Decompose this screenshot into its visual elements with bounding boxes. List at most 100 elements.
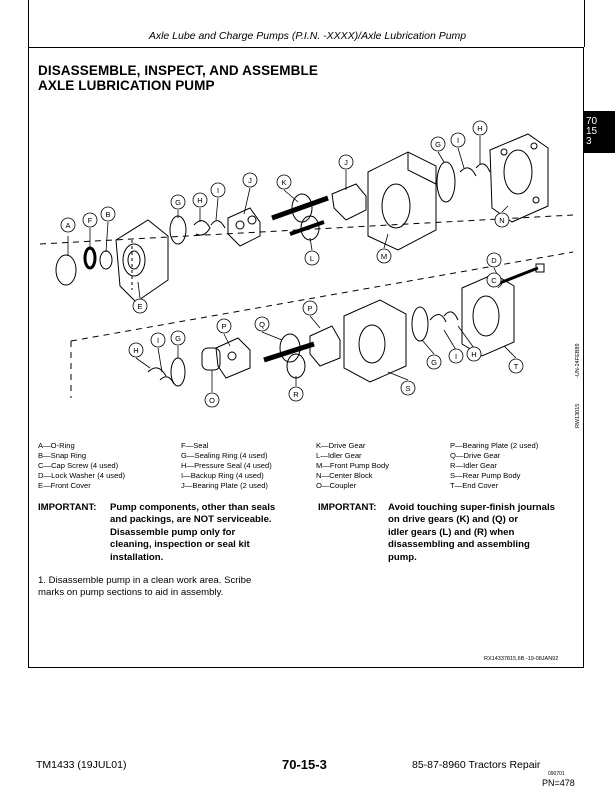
legend-col-3: K—Drive Gear L—Idler Gear M—Front Pump B… <box>316 441 389 491</box>
rear-pump-body-s-shape <box>343 299 407 383</box>
important-left-line: Disassemble pump only for <box>110 526 236 538</box>
callout-p <box>216 318 232 334</box>
footer-pn: PN=478 <box>542 778 575 788</box>
bearing-plate-p2-shape <box>309 325 341 367</box>
callout-b <box>100 206 116 222</box>
legend-item: G—Sealing Ring (4 used) <box>181 451 268 461</box>
section-tab: 70 15 3 <box>584 111 615 153</box>
footer-manual-id: TM1433 (19JUL01) <box>36 759 127 771</box>
end-cover-t-shape <box>461 273 515 357</box>
legend-item: N—Center Block <box>316 471 373 481</box>
important-right-line: on drive gears (K) and (Q) or <box>388 514 519 526</box>
pressure-seal-h2-shape <box>147 367 167 377</box>
front-cover-bore <box>122 243 146 277</box>
step-1-line1: 1. Disassemble pump in a clean work area… <box>38 575 252 586</box>
callout-h2 <box>472 120 488 136</box>
page-header-title: Axle Lube and Charge Pumps (P.I.N. -XXXX… <box>148 30 467 42</box>
drive-gear-k-shaft <box>271 195 329 221</box>
important-right-line: pump. <box>388 551 417 563</box>
section-tab-line2: 15 <box>586 126 598 137</box>
coupler-o-shape <box>201 347 221 371</box>
callout-i <box>210 182 226 198</box>
callout-j-label: J <box>248 176 252 185</box>
callout-j2 <box>338 154 354 170</box>
callout-i4 <box>448 348 464 364</box>
important-label: IMPORTANT: <box>38 502 97 513</box>
section-tab-line3: 3 <box>586 136 592 147</box>
callout-i-label: I <box>217 186 219 195</box>
legend-item: C—Cap Screw (4 used) <box>38 461 119 471</box>
pressure-seal-h-shape <box>193 220 211 236</box>
o-ring-upper-shape <box>436 161 456 203</box>
callout-g3 <box>170 330 186 346</box>
legend-item: Q—Drive Gear <box>450 451 501 461</box>
callout-o-label: O <box>209 396 215 405</box>
callout-m-label: M <box>381 252 387 261</box>
callout-g <box>170 194 186 210</box>
section-tab-line1: 70 <box>586 116 598 127</box>
callout-p2-label: P <box>307 304 312 313</box>
legend-item: J—Bearing Plate (2 used) <box>181 481 268 491</box>
legend-item: O—Coupler <box>316 481 357 491</box>
legend-item: I—Backup Ring (4 used) <box>181 471 264 481</box>
backup-ring-i-shape <box>210 220 226 229</box>
part-reference: RX14337815,6B -19-08JAN92 <box>484 656 559 662</box>
callout-h4-label: H <box>471 350 476 359</box>
callout-g3-label: G <box>175 334 181 343</box>
o-ring-a-shape <box>55 254 77 286</box>
legend-item: R—Idler Gear <box>450 461 497 471</box>
important-right-line: disassembling and assembling <box>388 539 530 551</box>
content-panel <box>28 47 584 668</box>
step-1: 1. Disassemble pump in a clean work area… <box>38 575 298 599</box>
callout-r-label: R <box>293 390 299 399</box>
section-title: DISASSEMBLE, INSPECT, AND ASSEMBLE AXLE … <box>38 63 318 93</box>
legend-item: F—Seal <box>181 441 209 450</box>
callout-a <box>60 217 76 233</box>
bearing-plate-j-shape <box>227 207 261 247</box>
legend-item: B—Snap Ring <box>38 451 87 461</box>
legend-col-4: P—Bearing Plate (2 used) Q—Drive Gear R—… <box>450 441 538 491</box>
callout-q-label: Q <box>259 320 265 329</box>
pressure-seal-upper-shape <box>459 167 477 177</box>
legend-col-1: A—O-Ring B—Snap Ring C—Cap Screw (4 used… <box>38 441 125 491</box>
sealing-ring-g-shape <box>169 215 187 245</box>
section-title-line1: DISASSEMBLE, INSPECT, AND ASSEMBLE <box>38 63 318 78</box>
important-right-line: idler gears (L) and (R) when <box>388 526 515 538</box>
figure-side-id-1: RW13015 <box>575 404 581 428</box>
important-right-line: Avoid touching super-finish journals <box>388 502 556 513</box>
page-frame-left <box>28 0 29 47</box>
legend-item: A—O-Ring <box>38 441 75 450</box>
callout-e-label: E <box>137 302 142 311</box>
important-left-line: and packings, are NOT serviceable. <box>110 514 272 526</box>
callout-q <box>254 316 270 332</box>
callout-f-label: F <box>88 216 93 225</box>
callout-i2-label: I <box>457 136 459 145</box>
footer-product: 85-87-8960 Tractors Repair <box>412 759 541 771</box>
callout-l <box>304 250 320 266</box>
callout-s <box>400 380 416 396</box>
legend-item: D—Lock Washer (4 used) <box>38 471 126 481</box>
legend-col-2: F—Seal G—Sealing Ring (4 used) H—Pressur… <box>181 441 272 491</box>
callout-f <box>82 212 98 228</box>
callout-h-label: H <box>197 196 202 205</box>
legend-item: P—Bearing Plate (2 used) <box>450 441 539 450</box>
legend-item: E—Front Cover <box>38 481 91 491</box>
important-left-line: installation. <box>110 551 164 563</box>
idler-gear-r-shape <box>286 353 306 379</box>
callout-p2 <box>302 300 318 316</box>
figure-side-id-2: -UN-24FEB89 <box>575 343 581 378</box>
legend-item: T—End Cover <box>450 481 499 491</box>
callout-j <box>242 172 258 188</box>
callout-e <box>132 298 148 314</box>
callout-i3-label: I <box>157 336 159 345</box>
callout-o <box>204 392 220 408</box>
callout-b-label: B <box>105 210 110 219</box>
callout-i3 <box>150 332 166 348</box>
bearing-plate-p-shape <box>215 337 251 379</box>
callout-i2 <box>450 132 466 148</box>
callout-h3-label: H <box>133 346 138 355</box>
page-frame-right <box>584 0 585 47</box>
callout-i4-label: I <box>455 352 457 361</box>
callout-p-label: P <box>221 322 226 331</box>
important-left-line: Pump components, other than seals <box>110 502 276 513</box>
